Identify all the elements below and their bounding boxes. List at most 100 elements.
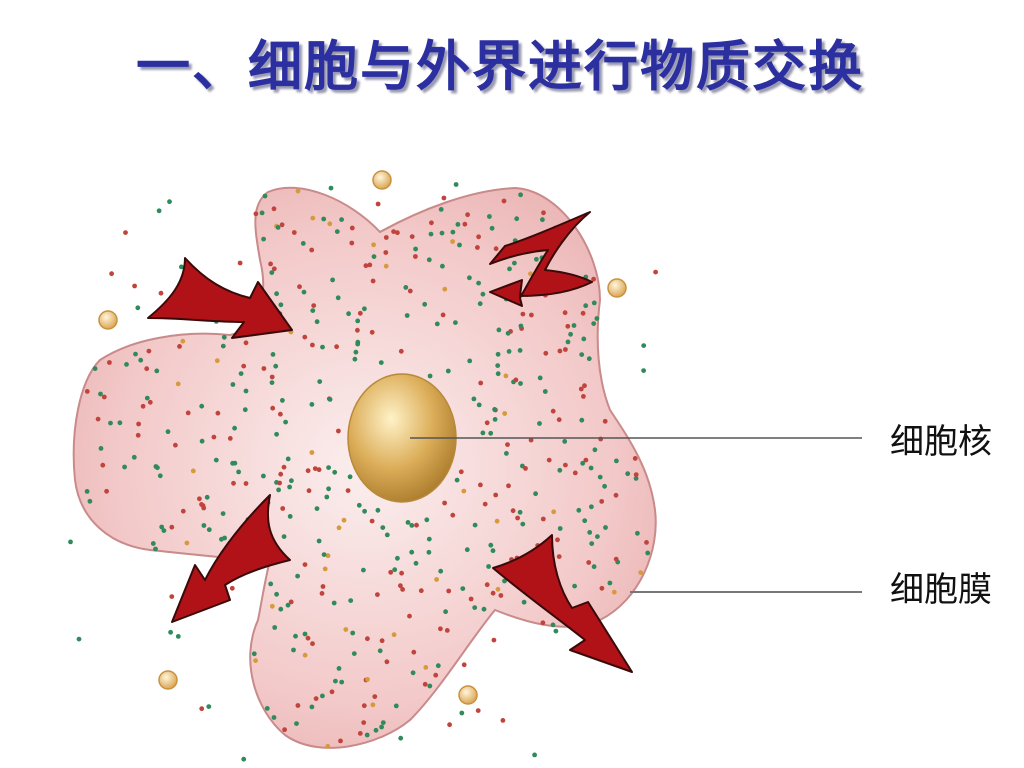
- molecule-dot: [398, 348, 404, 354]
- molecule-dot: [591, 564, 597, 570]
- bead: [458, 685, 478, 705]
- molecule-dot: [514, 216, 520, 222]
- molecule-dot: [325, 743, 331, 749]
- molecule-dot: [371, 254, 377, 259]
- molecule-dot: [269, 374, 275, 380]
- molecule-dot: [363, 263, 369, 269]
- molecule-dot: [357, 310, 363, 316]
- molecule-dot: [154, 368, 160, 374]
- molecule-dot: [322, 566, 328, 572]
- molecule-dot: [268, 581, 274, 587]
- molecule-dot: [581, 336, 587, 342]
- molecule-dot: [459, 710, 465, 716]
- molecule-dot: [327, 221, 333, 227]
- molecule-dot: [155, 465, 160, 471]
- molecule-dot: [280, 398, 285, 403]
- molecule-dot: [478, 482, 483, 488]
- molecule-dot: [211, 434, 217, 440]
- molecule-dot: [314, 506, 320, 511]
- molecule-dot: [586, 560, 592, 565]
- molecule-dot: [633, 476, 639, 481]
- molecule-dot: [283, 419, 288, 425]
- molecule-dot: [199, 403, 205, 409]
- molecule-dot: [597, 474, 603, 480]
- molecule-dot: [204, 494, 210, 500]
- molecule-dot: [330, 277, 335, 283]
- molecule-dot: [231, 480, 236, 486]
- molecule-dot: [227, 436, 233, 441]
- molecule-dot: [498, 593, 504, 598]
- molecule-dot: [395, 555, 400, 561]
- molecule-dot: [206, 704, 212, 709]
- molecule-dot: [534, 256, 539, 262]
- molecule-dot: [405, 520, 411, 525]
- molecule-dot: [329, 689, 335, 695]
- molecule-dot: [177, 344, 182, 349]
- molecule-dot: [611, 589, 617, 595]
- molecule-dot: [553, 628, 559, 634]
- molecule-dot: [427, 683, 433, 689]
- molecule-dot: [285, 602, 291, 608]
- molecule-dot: [495, 371, 501, 377]
- molecule-dot: [502, 411, 508, 416]
- molecule-dot: [625, 471, 631, 477]
- molecule-dot: [592, 447, 598, 453]
- molecule-dot: [488, 542, 494, 548]
- molecule-dot: [279, 222, 285, 228]
- molecule-dot: [457, 242, 462, 248]
- molecule-dot: [180, 508, 186, 514]
- molecule-dot: [472, 522, 478, 528]
- molecule-dot: [518, 192, 523, 198]
- molecule-dot: [343, 627, 349, 632]
- molecule-dot: [587, 530, 593, 535]
- molecule-dot: [243, 388, 249, 394]
- molecule-dot: [338, 738, 343, 744]
- molecule-dot: [325, 553, 331, 559]
- molecule-dot: [563, 347, 568, 352]
- molecule-dot: [556, 554, 562, 559]
- molecule-dot: [563, 462, 568, 468]
- molecule-dot: [132, 283, 138, 289]
- molecule-dot: [222, 535, 228, 541]
- molecule-dot: [583, 303, 589, 309]
- molecule-dot: [495, 586, 501, 592]
- molecule-dot: [309, 402, 315, 407]
- molecule-dot: [434, 577, 439, 582]
- molecule-dot: [550, 622, 556, 628]
- molecule-dot: [320, 584, 326, 589]
- molecule-dot: [602, 483, 607, 489]
- molecule-dot: [433, 672, 439, 678]
- molecule-dot: [278, 606, 284, 612]
- molecule-dot: [117, 420, 123, 426]
- molecule-dot: [428, 231, 434, 237]
- molecule-dot: [269, 603, 275, 609]
- molecule-dot: [180, 338, 186, 344]
- molecule-dot: [379, 638, 385, 644]
- molecule-dot: [107, 360, 112, 365]
- molecule-dot: [346, 311, 351, 317]
- molecule-dot: [306, 488, 312, 494]
- molecule-dot: [144, 366, 150, 372]
- molecule-dot: [230, 382, 236, 387]
- molecule-dot: [478, 380, 484, 386]
- molecule-dot: [133, 351, 138, 357]
- molecule-dot: [280, 506, 286, 511]
- molecule-dot: [576, 507, 582, 513]
- molecule-dot: [274, 291, 279, 297]
- molecule-dot: [438, 207, 444, 212]
- molecule-dot: [321, 552, 327, 557]
- molecule-dot: [565, 339, 571, 345]
- molecule-dot: [440, 312, 446, 318]
- molecule-dot: [392, 567, 398, 573]
- molecule-dot: [423, 665, 429, 670]
- molecule-dot: [518, 323, 524, 329]
- molecule-dot: [443, 609, 448, 615]
- molecule-dot: [144, 395, 150, 401]
- molecule-dot: [426, 257, 432, 263]
- molecule-dot: [556, 417, 562, 423]
- molecule-dot: [388, 569, 394, 575]
- molecule-dot: [184, 540, 190, 546]
- molecule-dot: [613, 492, 619, 498]
- molecule-dot: [369, 518, 375, 524]
